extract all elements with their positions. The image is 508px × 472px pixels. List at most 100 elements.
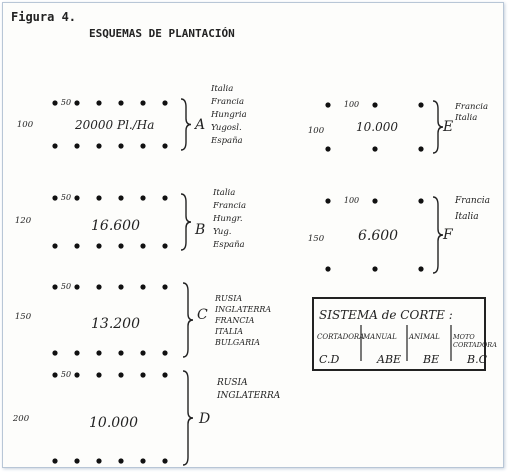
scheme-letter: C [197, 307, 208, 323]
planting-dot [74, 100, 80, 106]
curly-brace [182, 370, 194, 466]
country-label: Italia [454, 212, 479, 222]
planting-dot [140, 458, 146, 464]
cutting-columns: CORTADORAC.DMANUALABEANIMALBEMOTOCORTADO… [317, 325, 497, 366]
country-label: Francia [212, 201, 246, 211]
planting-dot [162, 195, 168, 201]
country-label: Hungr. [212, 214, 243, 224]
planting-dot [162, 143, 168, 149]
row-spacing-label: 50 [61, 193, 71, 202]
country-label: Hungria [210, 110, 247, 120]
row-spacing-label: 100 [344, 196, 359, 205]
planting-dot [140, 100, 146, 106]
planting-dot [96, 100, 102, 106]
scheme-letter: B [194, 222, 205, 238]
planting-dot [52, 143, 58, 149]
density-value: 10.000 [89, 415, 138, 431]
country-label: Italia [454, 113, 477, 123]
planting-dot [118, 458, 124, 464]
density-value: 13.200 [91, 316, 140, 332]
planting-dot [325, 102, 331, 108]
cutting-header: CORTADORA [317, 333, 364, 341]
country-label: Francia [210, 97, 244, 107]
scheme-letter: E [442, 119, 453, 135]
curly-brace [182, 282, 194, 358]
country-label: BULGARIA [214, 338, 260, 347]
planting-dot [52, 100, 58, 106]
country-label: Yugosl. [211, 123, 242, 133]
planting-dot [96, 284, 102, 290]
row-spacing-label: 50 [61, 370, 71, 379]
density-value: 6.600 [358, 228, 398, 244]
planting-dot [52, 284, 58, 290]
column-spacing-label: 200 [12, 414, 30, 424]
planting-dot [418, 198, 424, 204]
cutting-header: ANIMAL [408, 333, 440, 341]
row-spacing-label: 100 [344, 100, 359, 109]
country-label: FRANCIA [214, 316, 255, 325]
planting-dot [96, 143, 102, 149]
planting-dot [74, 195, 80, 201]
scheme-letter: D [198, 411, 210, 427]
country-label: INGLATERRA [216, 391, 281, 401]
scheme-letter: A [193, 117, 205, 133]
planting-dot [162, 372, 168, 378]
column-spacing-label: 150 [15, 312, 32, 322]
country-label: España [210, 136, 243, 146]
planting-dot [52, 243, 58, 249]
country-label: Italia [210, 84, 233, 94]
planting-dot [418, 266, 424, 272]
planting-dot [162, 100, 168, 106]
cutting-header: CORTADORA [453, 341, 497, 349]
country-label: Yug. [213, 227, 232, 237]
planting-dot [372, 198, 378, 204]
planting-dot [74, 243, 80, 249]
planting-dot [118, 243, 124, 249]
figure-title: ESQUEMAS DE PLANTACIÓN [89, 27, 235, 40]
country-label: Francia [454, 102, 488, 112]
planting-dot [162, 458, 168, 464]
cutting-header: MOTO [452, 333, 475, 341]
planting-dot [140, 284, 146, 290]
planting-dot [118, 350, 124, 356]
curly-brace [432, 196, 444, 274]
cutting-header: MANUAL [362, 333, 397, 341]
country-label: RUSIA [214, 294, 242, 303]
density-value: 16.600 [91, 218, 140, 234]
planting-dot [140, 195, 146, 201]
scheme-letter: F [442, 227, 454, 243]
column-spacing-label: 100 [17, 120, 34, 130]
planting-dot [325, 266, 331, 272]
cutting-value: B.C [466, 353, 488, 366]
planting-dot [74, 350, 80, 356]
density-value: 10.000 [356, 120, 398, 134]
planting-dot [372, 146, 378, 152]
country-label: INGLATERRA [214, 305, 271, 314]
planting-dot [96, 195, 102, 201]
curly-brace [432, 100, 444, 154]
planting-dot [162, 350, 168, 356]
planting-dot [96, 372, 102, 378]
country-label: Italia [212, 188, 235, 198]
curly-brace [180, 98, 192, 151]
cutting-title: SISTEMA de CORTE : [319, 308, 453, 322]
planting-dot [52, 350, 58, 356]
column-spacing-label: 150 [308, 234, 325, 244]
planting-dot [140, 372, 146, 378]
planting-dot [418, 146, 424, 152]
planting-dot [325, 146, 331, 152]
planting-dot [118, 143, 124, 149]
cutting-value: C.D [319, 353, 340, 366]
planting-dot [96, 350, 102, 356]
cutting-system-box: SISTEMA de CORTE : CORTADORAC.DMANUALABE… [312, 297, 497, 371]
country-label: ITALIA [214, 327, 243, 336]
planting-dot [140, 243, 146, 249]
planting-dot [74, 143, 80, 149]
planting-dot [96, 243, 102, 249]
